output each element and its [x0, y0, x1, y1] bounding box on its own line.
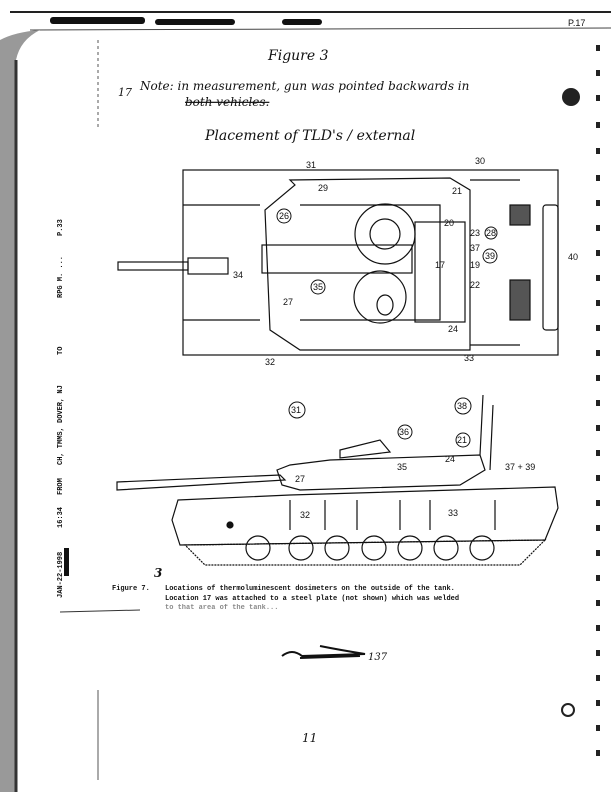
fax-header-strip: JAN-22-1998 16:34 FROM CH, TMMS, DOVER, … [57, 219, 69, 598]
location-label: 24 [445, 454, 455, 464]
location-label: FROM [57, 478, 65, 495]
location-label: 30 [475, 156, 485, 166]
tank-top-view [117, 169, 559, 356]
margin-note: 17 [118, 86, 132, 99]
location-label: 22 [470, 280, 480, 290]
location-label: 35 [397, 462, 407, 472]
caption-line-3: to that area of the tank... [165, 604, 278, 612]
location-label: 26 [279, 211, 289, 221]
location-label: 28 [486, 228, 496, 238]
note-line-2: both vehicles. [185, 95, 269, 109]
caption-line-2: Location 17 was attached to a steel plat… [165, 595, 459, 603]
location-label: 20 [444, 218, 454, 228]
top-view-labels: 31 30 29 21 26 20 23 28 37 17 39 19 22 3… [233, 156, 578, 367]
location-label: 32 [265, 357, 275, 367]
location-label: 27 [283, 297, 293, 307]
location-label: 35 [313, 282, 323, 292]
label: 31 [306, 160, 316, 170]
note-line-1: Note: in measurement, gun was pointed ba… [139, 79, 469, 93]
location-label: 16:34 [57, 507, 65, 528]
page-footer-number: 11 [302, 731, 317, 745]
location-label: TO [57, 347, 65, 355]
signature: 137 [281, 645, 388, 663]
page-number: P.17 [568, 18, 585, 28]
location-label: 37 [470, 243, 480, 253]
scan-top-edge [0, 11, 611, 792]
side-view-labels: 31 38 36 21 24 27 35 37 + 39 32 33 [288, 397, 535, 520]
location-label: 38 [457, 401, 467, 411]
tank-side-view [116, 394, 559, 566]
figure-title-handwritten: Figure 3 [267, 48, 329, 64]
location-label: 21 [457, 435, 467, 445]
location-label: CH, TMMS, DOVER, NJ [57, 385, 65, 465]
placement-heading: Placement of TLD's / external [204, 128, 415, 144]
location-label: 21 [452, 186, 462, 196]
figure-label: Figure 7. [112, 585, 150, 593]
location-label: 34 [233, 270, 243, 280]
location-label: 23 [470, 228, 480, 238]
location-label: 29 [318, 183, 328, 193]
location-label: RPG M. ... [57, 256, 65, 298]
location-label: P.33 [57, 219, 65, 236]
location-label: 36 [399, 427, 409, 437]
location-label: 31 [291, 405, 301, 415]
location-label: 19 [470, 260, 480, 270]
location-label: 27 [295, 474, 305, 484]
binder-holes [561, 45, 600, 756]
caption-line-1: Locations of thermoluminescent dosimeter… [165, 585, 455, 593]
location-label: 39 [485, 251, 495, 261]
signature-note: 137 [368, 652, 388, 663]
location-label: JAN-22-1998 [57, 552, 65, 598]
location-label: 33 [464, 353, 474, 363]
location-label: 24 [448, 324, 458, 334]
location-label: 17 [435, 260, 445, 270]
location-label: 33 [448, 508, 458, 518]
location-label: 32 [300, 510, 310, 520]
divider [59, 609, 141, 613]
figure-number-handwritten: 3 [154, 566, 162, 580]
location-label: 40 [568, 252, 578, 262]
location-label: 37 + 39 [505, 462, 535, 472]
